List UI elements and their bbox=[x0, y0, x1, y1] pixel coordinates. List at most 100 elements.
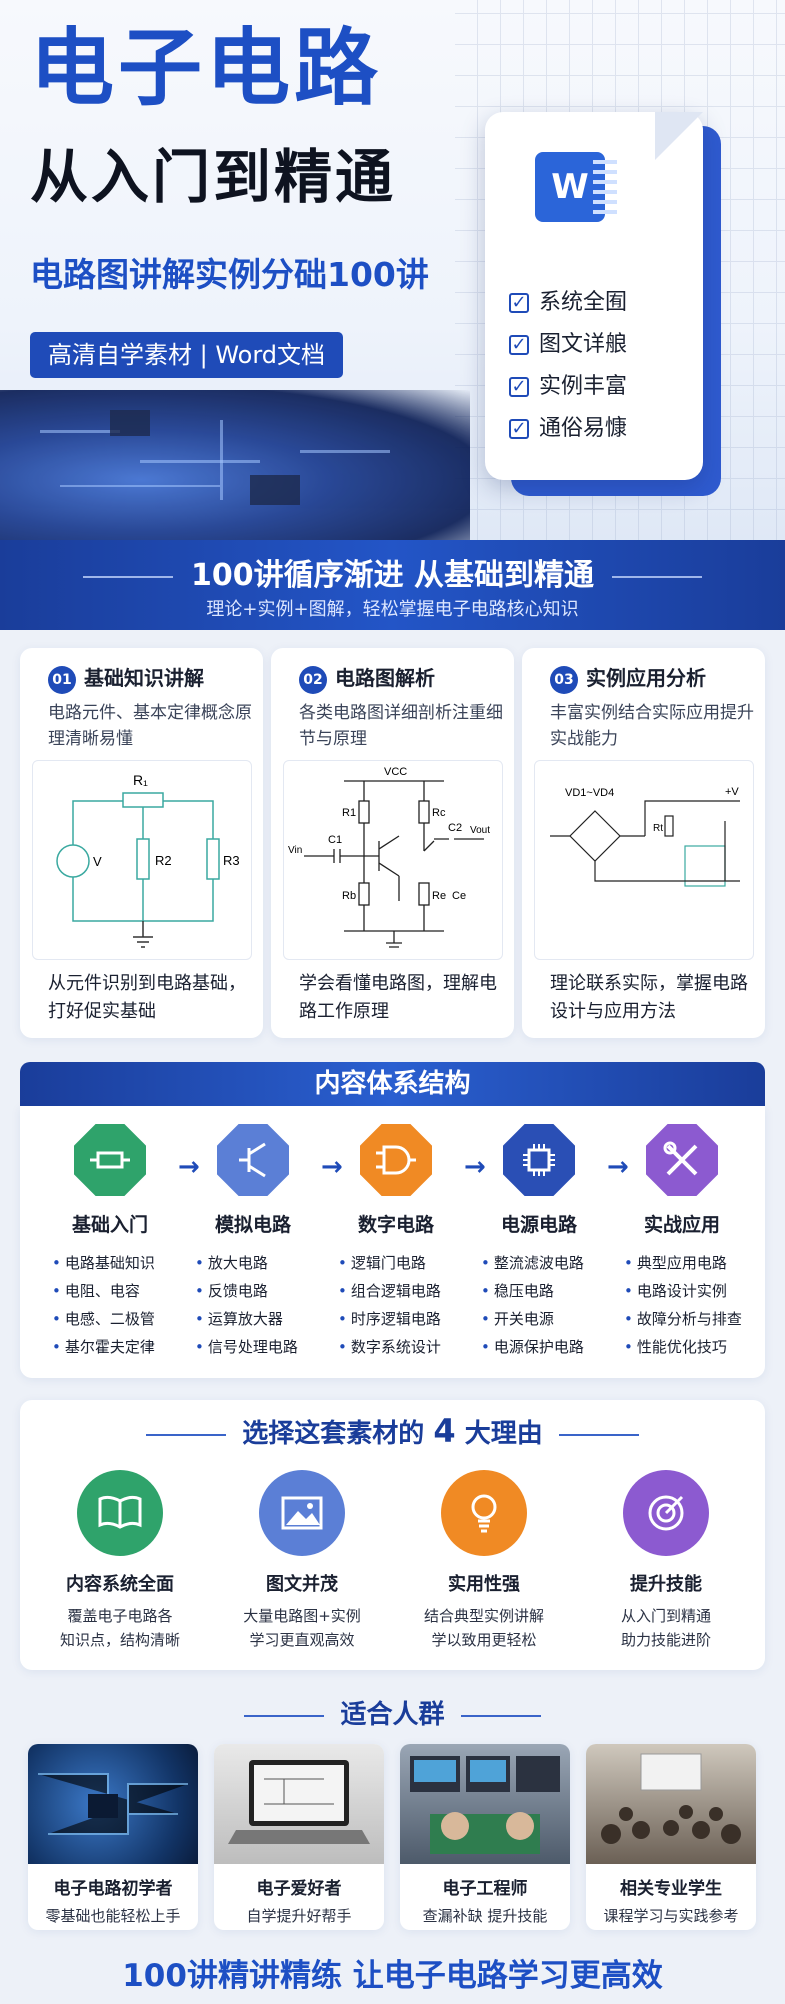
label-r1: R₁ bbox=[133, 772, 148, 788]
list-item: 反馈电路 bbox=[195, 1277, 323, 1305]
structure-column-practice: 实战应用 典型应用电路 电路设计实例 故障分析与排查 性能优化技巧 bbox=[612, 1124, 752, 1361]
list-item: 放大电路 bbox=[195, 1249, 323, 1277]
list-item: 电路基础知识 bbox=[52, 1249, 180, 1277]
circuit-board-photo bbox=[28, 1744, 198, 1864]
feature-description: 丰富实例结合实际应用提升实战能力 bbox=[550, 703, 754, 749]
list-item: 信号处理电路 bbox=[195, 1333, 323, 1361]
list-item: 电阻、电容 bbox=[52, 1277, 180, 1305]
laptop-photo bbox=[214, 1744, 384, 1864]
rectifier-circuit-diagram: VD1~VD4 +V Rt bbox=[534, 760, 754, 960]
label-r3: R3 bbox=[223, 853, 240, 868]
label-vd: VD1~VD4 bbox=[565, 787, 614, 799]
list-item: 时序逻辑电路 bbox=[338, 1305, 466, 1333]
column-title: 实战应用 bbox=[643, 1214, 720, 1236]
label-vcc: VCC bbox=[384, 766, 407, 778]
label-re: Re bbox=[432, 890, 446, 902]
label-r2: R2 bbox=[155, 853, 172, 868]
list-item: 电路设计实例 bbox=[624, 1277, 752, 1305]
label-rb: Rb bbox=[342, 890, 356, 902]
reasons-title: 选择这套素材的 4 大理由 bbox=[20, 1412, 765, 1450]
feature-description: 电路元件、基本定律概念原理清晰易懂 bbox=[48, 703, 252, 749]
list-item: 开关电源 bbox=[481, 1305, 609, 1333]
label-vout: Vout bbox=[470, 825, 490, 836]
list-item: 组合逻辑电路 bbox=[338, 1277, 466, 1305]
footer-slogan: 100讲精讲精练 让电子电路学习更高效 bbox=[122, 1958, 663, 1994]
pcb-image bbox=[0, 390, 470, 540]
feature-summary: 从元件识别到电路基础，打好促实基础 bbox=[48, 973, 246, 1022]
label-r1: R1 bbox=[342, 807, 356, 819]
checklist-item: ✓实例丰富 bbox=[509, 366, 627, 408]
banner-title: 100讲循序渐进 从基础到精通 bbox=[0, 550, 785, 594]
list-item: 性能优化技巧 bbox=[624, 1333, 752, 1361]
column-title: 模拟电路 bbox=[214, 1214, 291, 1236]
series-circuit-diagram: R₁ V R2 R3 bbox=[32, 760, 252, 960]
list-item: 数字系统设计 bbox=[338, 1333, 466, 1361]
audience-card-hobbyist: 电子爱好者 自学提升好帮手 bbox=[214, 1744, 384, 1930]
checkbox-icon: ✓ bbox=[509, 419, 529, 439]
label-rc: Rc bbox=[432, 807, 446, 819]
label-v: V bbox=[93, 854, 102, 869]
checkbox-icon: ✓ bbox=[509, 335, 529, 355]
structure-column-analog: 模拟电路 放大电路 反馈电路 运算放大器 信号处理电路 bbox=[183, 1124, 323, 1361]
target-icon bbox=[623, 1470, 709, 1556]
column-title: 数字电路 bbox=[357, 1214, 434, 1236]
list-item: 基尔霍夫定律 bbox=[52, 1333, 180, 1361]
chip-icon bbox=[503, 1124, 575, 1196]
checkbox-icon: ✓ bbox=[509, 293, 529, 313]
label-c1: C1 bbox=[328, 834, 342, 846]
reason-item: 图文并茂 大量电路图+实例学习更直观高效 bbox=[212, 1470, 392, 1652]
reasons-section: 选择这套素材的 4 大理由 内容系统全面 覆盖电子电路各知识点，结构清晰 图文并… bbox=[20, 1400, 765, 1670]
arrow-right-icon: → bbox=[178, 1152, 200, 1182]
checklist-item: ✓通俗易慷 bbox=[509, 408, 627, 450]
column-title: 电源电路 bbox=[500, 1214, 577, 1236]
audience-title: 适合人群 bbox=[0, 1694, 785, 1731]
checklist-item: ✓图文详艆 bbox=[509, 324, 627, 366]
reason-item: 内容系统全面 覆盖电子电路各知识点，结构清晰 bbox=[30, 1470, 210, 1652]
banner-subtitle: 理论+实例+图解，轻松掌握电子电路核心知识 bbox=[206, 599, 579, 620]
structure-column-power: 电源电路 整流滤波电路 稳压电路 开关电源 电源保护电路 bbox=[469, 1124, 609, 1361]
hero-title: 电子电路 bbox=[30, 19, 383, 117]
audience-card-beginner: 电子电路初学者 零基础也能轻松上手 bbox=[28, 1744, 198, 1930]
reason-item: 提升技能 从入门到精通助力技能进阶 bbox=[576, 1470, 756, 1652]
column-title: 基础入门 bbox=[71, 1214, 148, 1236]
hero-subtitle: 从入门到精通 bbox=[30, 143, 397, 211]
structure-title: 内容体系结构 bbox=[20, 1062, 765, 1106]
bulb-icon bbox=[441, 1470, 527, 1556]
arrow-right-icon: → bbox=[321, 1152, 343, 1182]
transistor-icon bbox=[217, 1124, 289, 1196]
list-item: 运算放大器 bbox=[195, 1305, 323, 1333]
tools-icon bbox=[646, 1124, 718, 1196]
list-item: 电源保护电路 bbox=[481, 1333, 609, 1361]
arrow-right-icon: → bbox=[464, 1152, 486, 1182]
list-item: 稳压电路 bbox=[481, 1277, 609, 1305]
list-item: 故障分析与排查 bbox=[624, 1305, 752, 1333]
amplifier-circuit-diagram: VCC R1 Rc C1 C2 Vin Vout Rb Re Ce bbox=[283, 760, 503, 960]
list-item: 整流滤波电路 bbox=[481, 1249, 609, 1277]
reason-item: 实用性强 结合典型实例讲解学以致用更轻松 bbox=[394, 1470, 574, 1652]
checkbox-icon: ✓ bbox=[509, 377, 529, 397]
label-ce: Ce bbox=[452, 890, 466, 902]
label-rt: Rt bbox=[653, 823, 663, 834]
feature-checklist: ✓系统全囿 ✓图文详艆 ✓实例丰富 ✓通俗易慷 bbox=[509, 282, 627, 450]
label-vin: Vin bbox=[288, 845, 302, 856]
resistor-icon bbox=[74, 1124, 146, 1196]
lab-photo bbox=[400, 1744, 570, 1864]
feature-summary: 理论联系实际，掌握电路设计与应用方法 bbox=[550, 973, 748, 1022]
list-item: 典型应用电路 bbox=[624, 1249, 752, 1277]
classroom-photo bbox=[586, 1744, 756, 1864]
checklist-item: ✓系统全囿 bbox=[509, 282, 627, 324]
feature-description: 各类电路图详细剖析注重细节与原理 bbox=[299, 703, 503, 749]
hero-section: 电子电路 从入门到精通 电路图讲解实例分础100讲 高清自学素材 | Word文… bbox=[0, 0, 785, 540]
word-document-illustration: W ✓系统全囿 ✓图文详艆 ✓实例丰富 ✓通俗易慷 bbox=[485, 112, 725, 497]
label-c2: C2 bbox=[448, 822, 462, 834]
structure-section: 基础入门 电路基础知识 电阻、电容 电感、二极管 基尔霍夫定律 → 模拟电路 放… bbox=[20, 1106, 765, 1378]
image-icon bbox=[259, 1470, 345, 1556]
arrow-right-icon: → bbox=[607, 1152, 629, 1182]
intro-banner: 100讲循序渐进 从基础到精通 理论+实例+图解，轻松掌握电子电路核心知识 bbox=[0, 540, 785, 630]
format-tag: 高清自学素材 | Word文档 bbox=[30, 332, 344, 378]
